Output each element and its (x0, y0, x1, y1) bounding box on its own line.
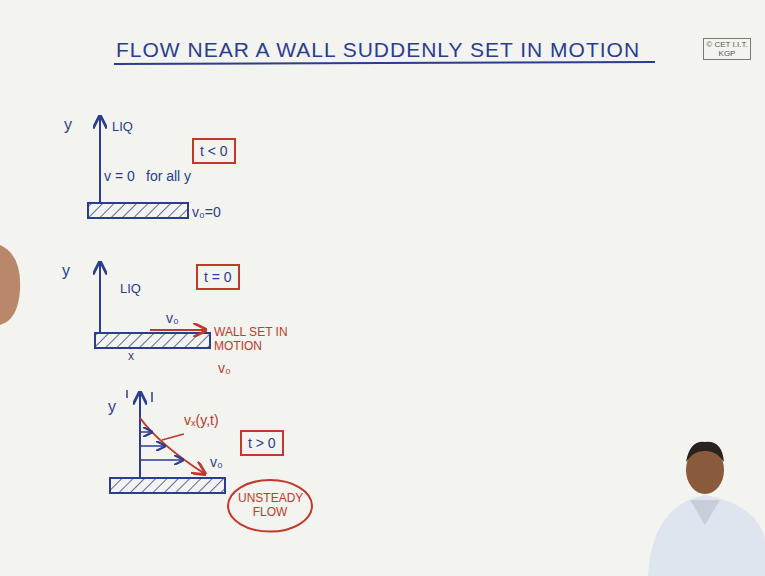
velocity-vector (140, 445, 165, 447)
time-box: t = 0 (196, 264, 240, 290)
y-axis (139, 392, 141, 478)
node-text: © CET I.I.T. KGP (706, 40, 748, 58)
wall-velocity-arrow (150, 329, 206, 331)
wall (88, 203, 188, 218)
hand (0, 245, 20, 325)
axis-label: y (62, 262, 70, 280)
profile-label: vₓ(y,t) (184, 412, 219, 428)
axis-label: y (64, 116, 72, 134)
title: FLOW NEAR A WALL SUDDENLY SET IN MOTION (116, 38, 640, 62)
wall-velocity: v₀ (210, 454, 223, 470)
condition: for all y (146, 168, 191, 184)
leader-line (162, 434, 184, 440)
condition: v = 0 (104, 168, 135, 184)
node-text: t < 0 (200, 143, 228, 159)
tick (126, 390, 128, 398)
node-text: t = 0 (204, 269, 232, 285)
node-text: UNSTEADY FLOW (238, 492, 302, 520)
ellipse-outline (228, 480, 312, 532)
wall-velocity: v₀ (218, 360, 231, 376)
logo-box: © CET I.I.T. KGP (703, 38, 751, 60)
presenter (648, 442, 765, 576)
fluid-label: LIQ (112, 120, 133, 135)
y-axis (99, 262, 101, 333)
tick (151, 392, 153, 402)
velocity-vector (140, 431, 152, 433)
axis-label: y (108, 398, 116, 416)
wall (95, 333, 210, 348)
title-underline (114, 62, 655, 64)
axis-label: x (128, 350, 134, 364)
fluid-label: LIQ (120, 282, 141, 297)
circled-note: UNSTEADY FLOW (226, 478, 314, 534)
node-text: t > 0 (248, 435, 276, 451)
wall (110, 478, 225, 493)
wall-velocity: v₀=0 (192, 204, 221, 220)
wall-velocity: v₀ (166, 310, 179, 326)
note: WALL SET IN MOTION (214, 326, 294, 354)
y-axis (99, 116, 101, 203)
time-box: t > 0 (240, 430, 284, 456)
velocity-vector (140, 459, 183, 461)
time-box: t < 0 (192, 138, 236, 164)
